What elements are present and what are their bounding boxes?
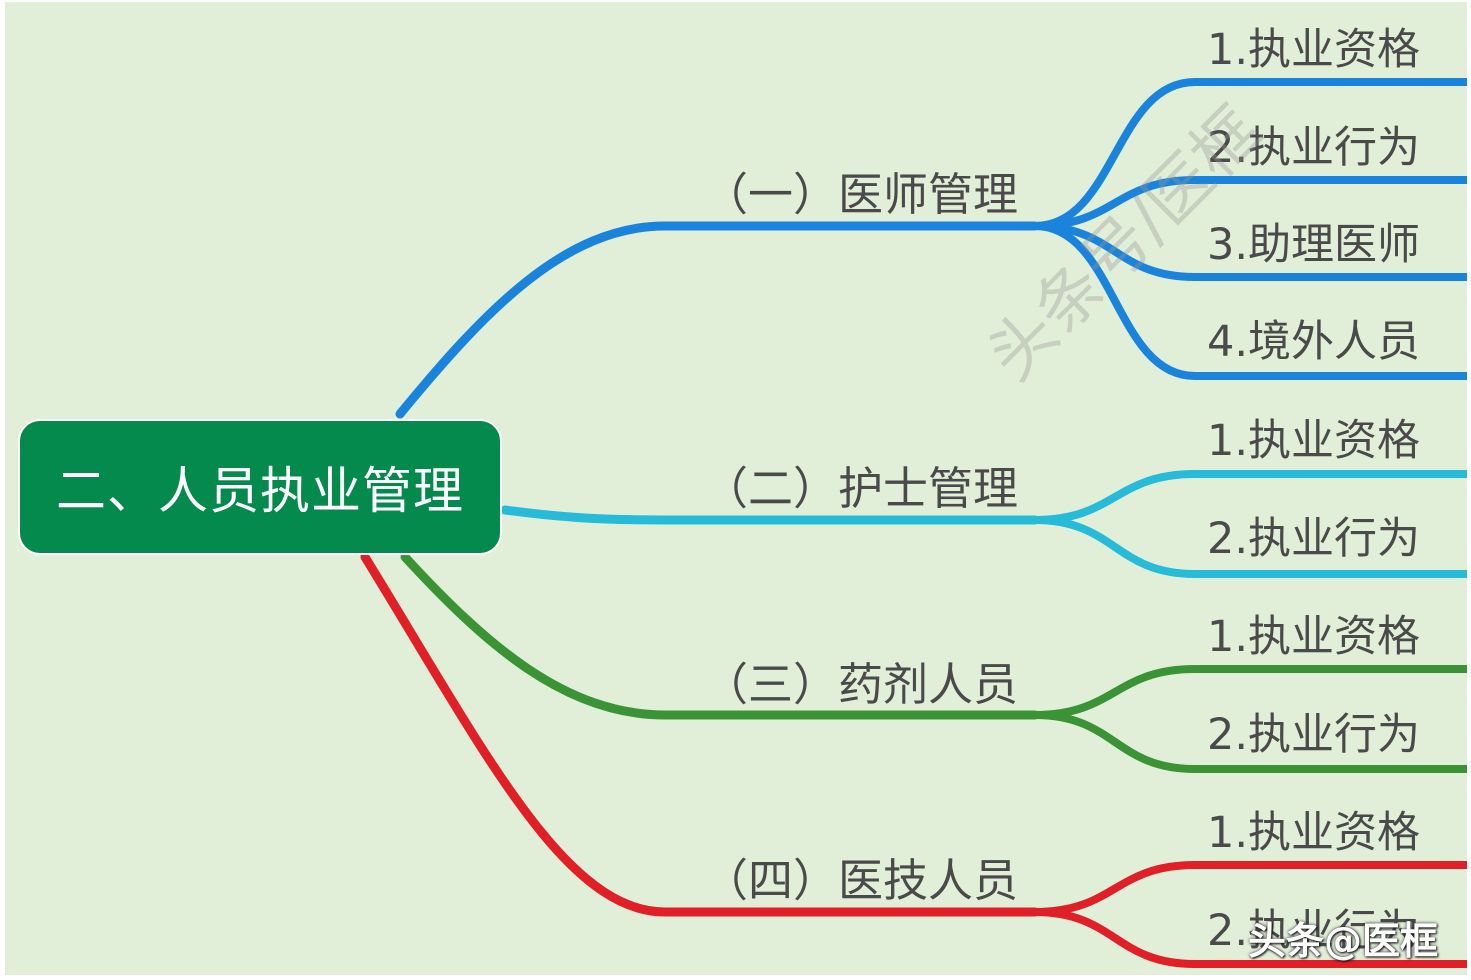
root-node-label: 二、人员执业管理 [56, 462, 464, 520]
branch-4-child-1[interactable]: 1.执业资格 [1207, 808, 1421, 858]
mind-map-edges [360, 78, 1467, 968]
branch-4-connector [360, 552, 1040, 917]
corner-watermark: 头条@医框 [1248, 919, 1439, 963]
branch-3-child-2-connector [1031, 711, 1467, 773]
branch-1-child-4[interactable]: 4.境外人员 [1207, 317, 1421, 367]
branch-2-child-1-connector [1031, 470, 1467, 524]
branch-1-child-2-connector [1031, 176, 1467, 230]
branch-2-child-1[interactable]: 1.执业资格 [1207, 416, 1421, 466]
branch-3-child-1[interactable]: 1.执业资格 [1207, 612, 1421, 662]
branch-4-child-2-connector [1031, 908, 1467, 968]
branch-2-child-2-connector [1031, 516, 1467, 578]
branch-4-child-2[interactable]: 2.执业行为 [1207, 906, 1421, 956]
branch-4-child-1-connector [1031, 861, 1467, 916]
branch-1-label[interactable]: （一）医师管理 [703, 168, 1019, 221]
branch-1-child-4-connector [1031, 222, 1467, 380]
branch-1-child-3[interactable]: 3.助理医师 [1207, 220, 1421, 270]
branch-4-label[interactable]: （四）医技人员 [703, 854, 1019, 907]
root-node[interactable]: 二、人员执业管理 [18, 419, 502, 555]
branch-3-connector [400, 552, 1040, 720]
branch-1-connector [395, 221, 1040, 419]
branch-1-child-1-connector [1031, 78, 1467, 230]
branch-1-child-2[interactable]: 2.执业行为 [1207, 123, 1421, 173]
branch-2-child-2[interactable]: 2.执业行为 [1207, 514, 1421, 564]
branch-2-connector [500, 505, 1040, 525]
branch-3-label[interactable]: （三）药剂人员 [703, 658, 1019, 711]
branch-3-child-1-connector [1031, 665, 1467, 719]
branch-1-child-1[interactable]: 1.执业资格 [1207, 25, 1421, 75]
branch-2-label[interactable]: （二）护士管理 [703, 462, 1019, 515]
branch-1-child-3-connector [1031, 222, 1467, 281]
mind-map-canvas: 二、人员执业管理 （一）医师管理 1.执业资格 2.执业行为 3.助理医师 4.… [5, 2, 1467, 975]
branch-3-child-2[interactable]: 2.执业行为 [1207, 710, 1421, 760]
